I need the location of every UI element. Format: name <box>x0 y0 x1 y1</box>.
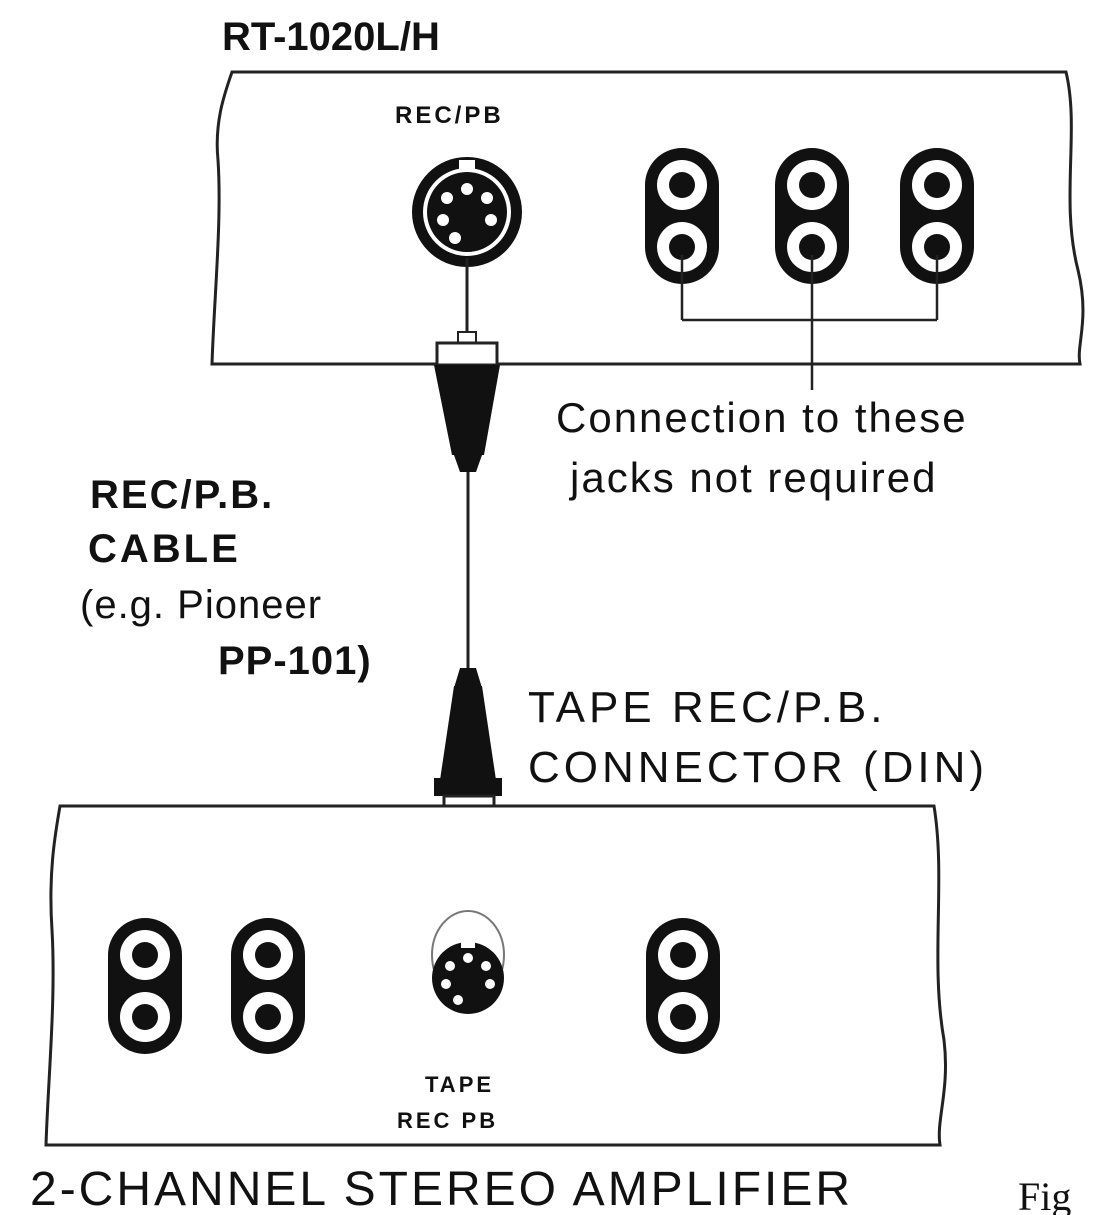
cable-label-line-4: PP-101) <box>218 639 372 683</box>
amplifier-socket-label-line-1: TAPE <box>425 1072 494 1097</box>
amplifier-rca-jack-pair-1 <box>108 918 182 1054</box>
recorder-socket-label: REC/PB <box>395 102 504 129</box>
amplifier-rca-jack-pair-3 <box>646 918 720 1054</box>
amplifier-socket-label-line-2: REC PB <box>397 1108 498 1133</box>
recorder-din-socket <box>412 157 522 267</box>
cable-label-line-3: (e.g. Pioneer <box>80 583 322 627</box>
note-line-1: Connection to these <box>556 394 968 441</box>
amplifier-rca-jack-pair-2 <box>231 918 305 1054</box>
cable <box>434 258 502 920</box>
connector-label-line-1: TAPE REC/P.B. <box>528 683 886 732</box>
figure-label: Fig <box>1018 1174 1071 1215</box>
cable-label-line-1: REC/P.B. <box>90 473 274 517</box>
recorder-rca-jack-pair-2 <box>775 148 849 284</box>
amplifier-din-socket <box>431 910 505 1014</box>
recorder-rca-jack-pair-3 <box>900 148 974 284</box>
cable-label-line-2: CABLE <box>88 527 241 571</box>
note-leader-lines <box>680 255 939 390</box>
recorder-title: RT-1020L/H <box>222 15 440 59</box>
amplifier-title: 2-CHANNEL STEREO AMPLIFIER <box>30 1163 853 1215</box>
recorder-rca-jack-pair-1 <box>645 148 719 284</box>
note-line-2: jacks not required <box>568 454 938 501</box>
connector-label-line-2: CONNECTOR (DIN) <box>528 743 988 792</box>
